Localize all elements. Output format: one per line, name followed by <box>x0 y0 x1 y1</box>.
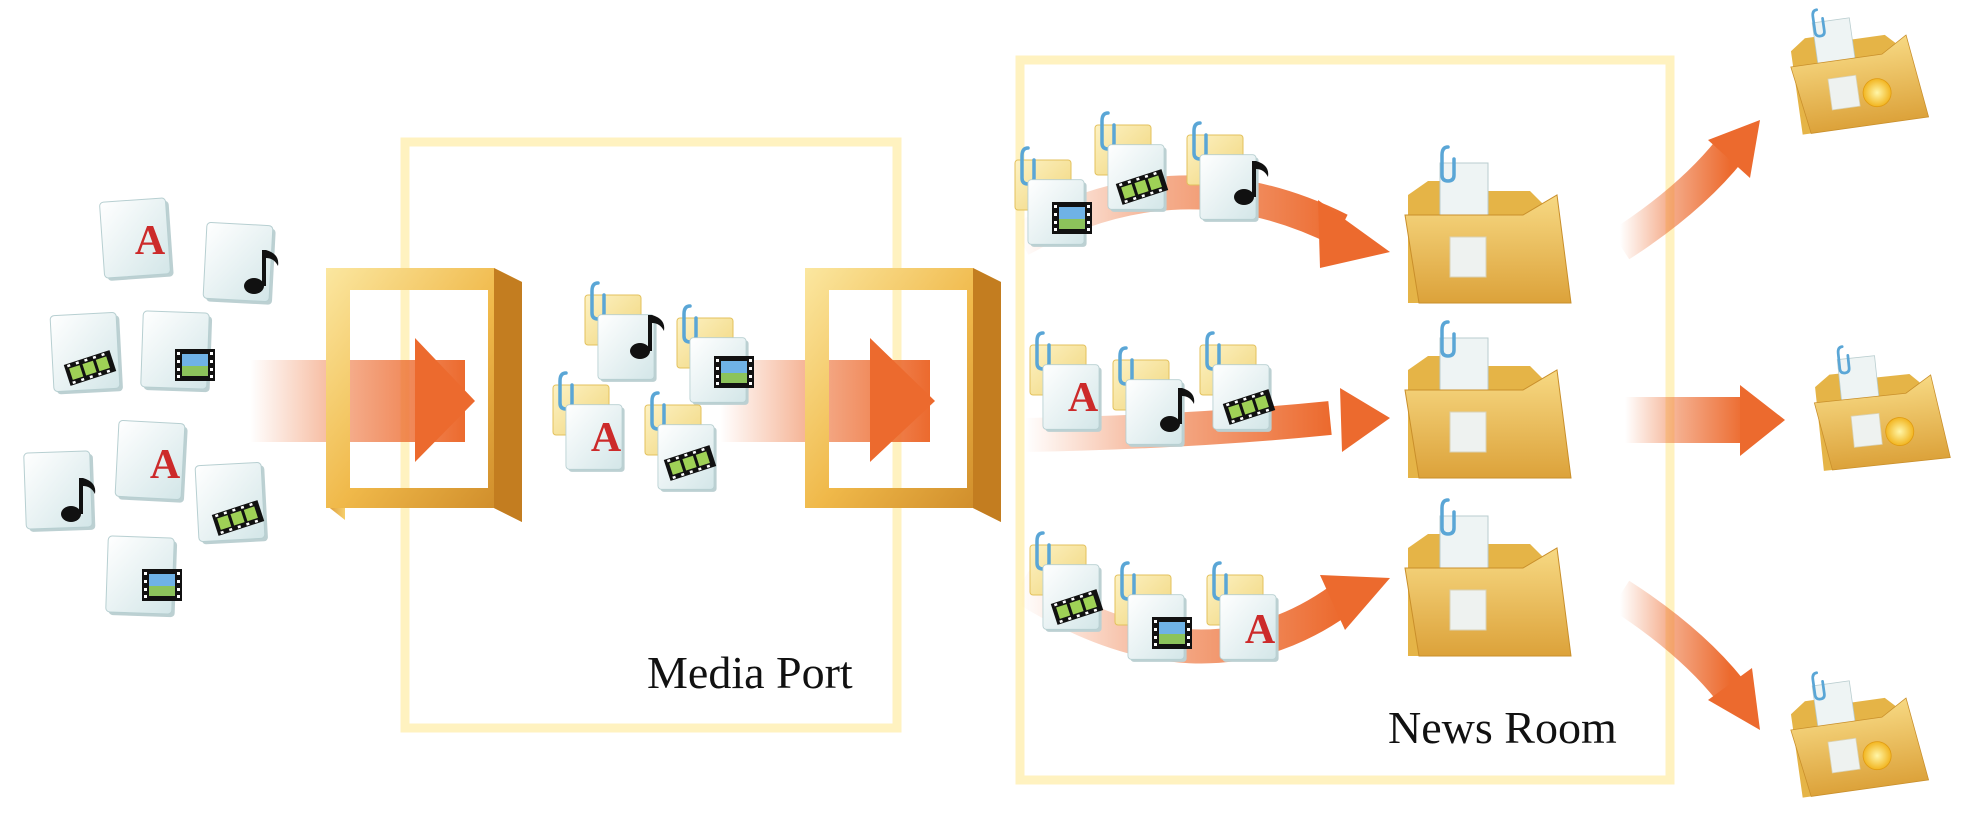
video-frame-icon <box>142 569 182 601</box>
outgoing-arrow-middle <box>1625 385 1785 456</box>
tagged-film-doc <box>643 391 718 493</box>
news-room-label: News Room <box>1388 702 1617 753</box>
tagged-video-doc <box>675 304 754 406</box>
folder-icon <box>1403 498 1573 658</box>
published-folder <box>1782 658 1930 800</box>
folder-icon <box>1403 145 1573 305</box>
star-badge-icon <box>1862 78 1892 108</box>
star-badge-icon <box>1862 741 1892 771</box>
gold-frame-icon <box>805 268 1001 522</box>
star-badge-icon <box>1885 417 1915 446</box>
published-folder <box>1807 335 1952 473</box>
folder-icon <box>1403 320 1573 480</box>
published-folder <box>1782 0 1930 137</box>
pdf-icon <box>149 442 181 488</box>
film-strip-icon <box>49 311 124 396</box>
gold-frame-icon <box>326 268 522 522</box>
pdf-icon <box>134 218 166 264</box>
media-port-label: Media Port <box>647 647 853 698</box>
input-arrow <box>250 338 475 462</box>
music-note-icon <box>23 450 96 533</box>
outgoing-arrow-bottom <box>1610 580 1760 730</box>
outgoing-arrow-top <box>1610 120 1760 260</box>
tagged-pdf-doc <box>551 371 626 473</box>
video-frame-icon <box>175 349 215 381</box>
tagged-pdf-doc <box>1028 331 1103 433</box>
tagged-music-doc <box>583 281 665 383</box>
